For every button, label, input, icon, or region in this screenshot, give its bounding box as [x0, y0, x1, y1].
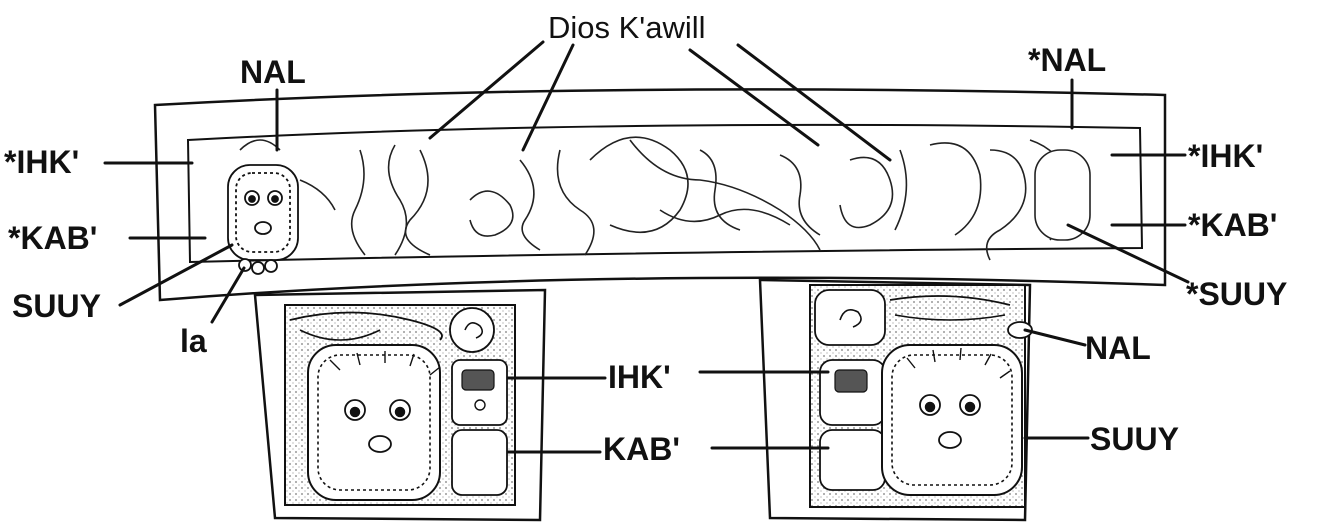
leader-nal-lower-right — [1023, 328, 1087, 347]
label-kab-left: *KAB' — [8, 220, 98, 256]
leader-suuy-left — [118, 243, 234, 307]
label-nal-right: *NAL — [1028, 42, 1107, 78]
label-suuy-lower-right: SUUY — [1090, 421, 1179, 457]
label-ihk-left: *IHK' — [4, 144, 80, 180]
left-sun-face — [227, 164, 299, 275]
leader-la — [210, 266, 246, 324]
label-ihk-center: IHK' — [608, 359, 671, 395]
leader-dios-3 — [688, 48, 820, 147]
label-ihk-right: *IHK' — [1188, 138, 1264, 174]
lower-right-panel — [758, 278, 1033, 522]
label-nal-left: NAL — [240, 54, 306, 90]
label-nal-lower-right: NAL — [1085, 330, 1151, 366]
label-kab-center: KAB' — [603, 431, 680, 467]
band-carving — [239, 136, 1091, 261]
label-kab-right: *KAB' — [1188, 207, 1278, 243]
label-suuy-right: *SUUY — [1186, 276, 1288, 312]
leader-dios-2 — [521, 43, 575, 152]
label-suuy-left: SUUY — [12, 288, 101, 324]
label-la: la — [180, 323, 207, 359]
leader-suuy-right — [1066, 223, 1190, 284]
lower-left-panel — [253, 288, 547, 522]
leader-lines — [103, 40, 1190, 454]
upper-band — [153, 88, 1167, 302]
leader-dios-4 — [736, 43, 892, 162]
label-dios-kawill: Dios K'awill — [548, 10, 706, 45]
leader-dios-1 — [428, 40, 545, 140]
